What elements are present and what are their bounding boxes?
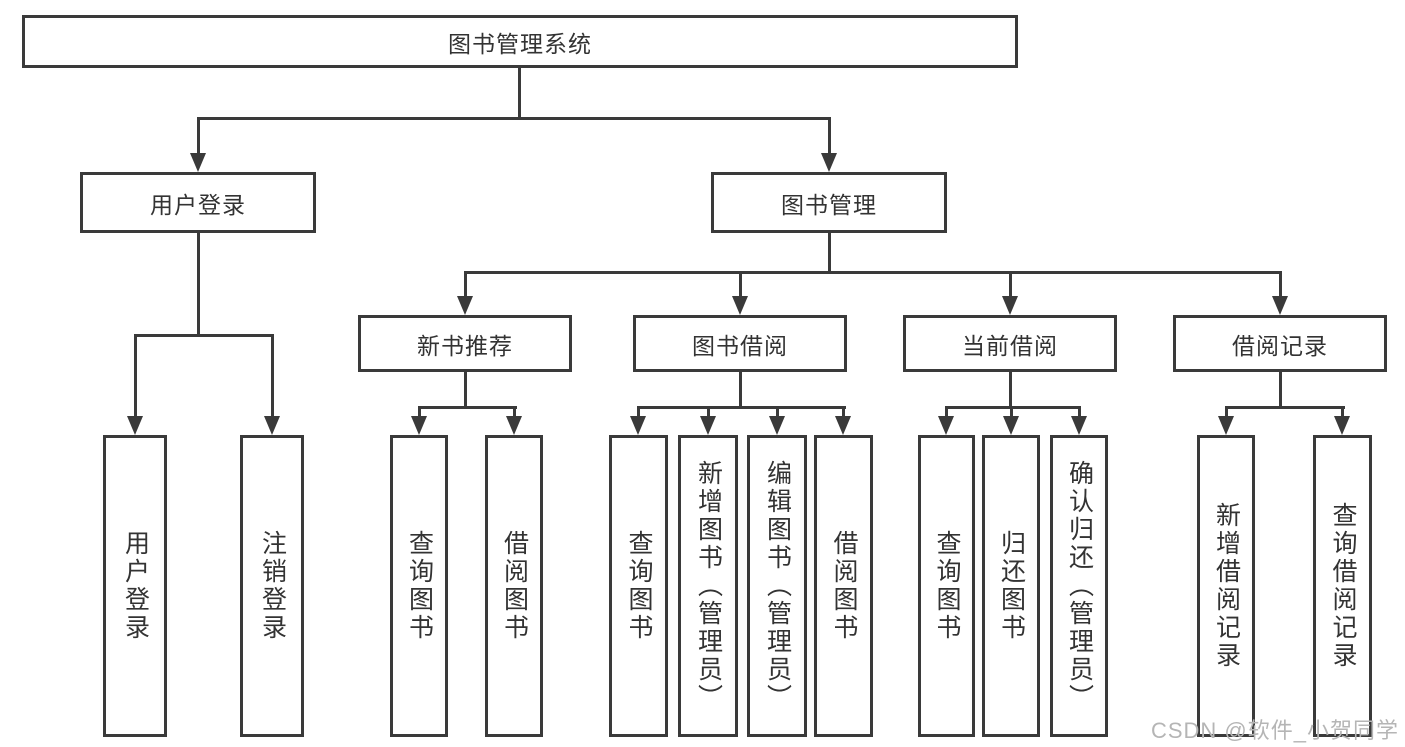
node-current-borrow: 当前借阅 [903,315,1117,372]
arrow-down-icon [506,416,522,435]
connector-drop-leaf [418,406,421,419]
node-book-management-label: 图书管理 [781,191,877,218]
leaf-logout: 注销登录 [240,435,304,737]
connector-user-login-bar [134,334,274,337]
connector-drop-leaf [842,406,845,419]
node-new-book-recommend-label: 新书推荐 [417,332,513,359]
node-borrow-records-label: 借阅记录 [1232,332,1328,359]
arrow-down-icon [1272,296,1288,315]
leaf-edit-books-admin: 编辑图书（管理员） [747,435,807,737]
arrow-down-icon [1071,416,1087,435]
connector-drop-leaf [1225,406,1228,419]
leaf-borrow-books-recommend-label: 借阅图书 [500,530,529,642]
arrow-down-icon [190,153,206,172]
leaf-query-books-recommend: 查询图书 [390,435,448,737]
arrow-down-icon [1218,416,1234,435]
connector-drop-leaf [1078,406,1081,419]
arrow-down-icon [264,416,280,435]
connector-drop-new-book-recommend [464,271,467,299]
connector-new-book-recommend-stem [464,372,467,409]
node-book-borrow-label: 图书借阅 [692,332,788,359]
arrow-down-icon [630,416,646,435]
arrow-down-icon [700,416,716,435]
node-library-management-system-label: 图书管理系统 [448,30,592,57]
leaf-user-login-label: 用户登录 [121,530,150,642]
arrow-down-icon [835,416,851,435]
arrow-down-icon [127,416,143,435]
arrow-down-icon [769,416,785,435]
leaf-query-books-borrow: 查询图书 [609,435,668,737]
leaf-query-borrow-record: 查询借阅记录 [1313,435,1372,737]
connector-level3-bar [464,271,1282,274]
leaf-add-borrow-record-label: 新增借阅记录 [1212,502,1241,670]
connector-borrow-records-bar [1225,406,1345,409]
connector-drop-leaf [1010,406,1013,419]
arrow-down-icon [1003,416,1019,435]
node-book-management: 图书管理 [711,172,947,233]
leaf-query-books-current: 查询图书 [918,435,975,737]
leaf-return-books: 归还图书 [982,435,1040,737]
leaf-query-books-current-label: 查询图书 [933,530,961,642]
connector-drop-book-borrow [739,271,742,299]
connector-drop-leaf-user-login [134,334,137,418]
connector-drop-user-login [197,117,200,157]
connector-drop-leaf-logout [271,334,274,418]
arrow-down-icon [1002,296,1018,315]
node-new-book-recommend: 新书推荐 [358,315,572,372]
connector-drop-borrow-records [1279,271,1282,299]
leaf-edit-books-admin-label: 编辑图书（管理员） [763,460,792,712]
connector-level1-bar [197,117,831,120]
leaf-add-books-admin: 新增图书（管理员） [678,435,738,737]
leaf-add-borrow-record: 新增借阅记录 [1197,435,1255,737]
connector-drop-leaf [637,406,640,419]
node-user-login: 用户登录 [80,172,316,233]
leaf-borrow-books-recommend: 借阅图书 [485,435,543,737]
connector-book-management-stem [828,233,831,272]
node-library-management-system: 图书管理系统 [22,15,1018,68]
leaf-return-books-label: 归还图书 [997,530,1026,642]
leaf-query-books-borrow-label: 查询图书 [625,530,653,642]
connector-drop-leaf [707,406,710,419]
connector-drop-leaf [945,406,948,419]
leaf-user-login: 用户登录 [103,435,167,737]
connector-root-stem [518,68,521,120]
leaf-borrow-books: 借阅图书 [814,435,873,737]
connector-book-borrow-bar [637,406,846,409]
connector-drop-leaf [513,406,516,419]
connector-new-book-recommend-bar [418,406,517,409]
leaf-confirm-return-admin-label: 确认归还（管理员） [1065,460,1094,712]
arrow-down-icon [821,153,837,172]
csdn-watermark: CSDN @软件_小贺同学 [1150,718,1399,743]
arrow-down-icon [732,296,748,315]
connector-drop-current-borrow [1009,271,1012,299]
arrow-down-icon [1334,416,1350,435]
leaf-borrow-books-label: 借阅图书 [830,530,858,642]
connector-current-borrow-stem [1009,372,1012,409]
node-book-borrow: 图书借阅 [633,315,847,372]
node-current-borrow-label: 当前借阅 [962,332,1058,359]
connector-borrow-records-stem [1279,372,1282,409]
connector-current-borrow-bar [945,406,1081,409]
connector-drop-leaf [1341,406,1344,419]
connector-drop-book-management [828,117,831,157]
leaf-logout-label: 注销登录 [258,530,287,642]
connector-book-borrow-stem [739,372,742,409]
arrow-down-icon [938,416,954,435]
arrow-down-icon [457,296,473,315]
leaf-query-books-recommend-label: 查询图书 [405,530,434,642]
leaf-confirm-return-admin: 确认归还（管理员） [1050,435,1108,737]
connector-drop-leaf [776,406,779,419]
leaf-query-borrow-record-label: 查询借阅记录 [1329,502,1357,670]
node-user-login-label: 用户登录 [150,191,246,218]
leaf-add-books-admin-label: 新增图书（管理员） [694,460,723,712]
connector-user-login-stem [197,233,200,335]
node-borrow-records: 借阅记录 [1173,315,1387,372]
arrow-down-icon [411,416,427,435]
